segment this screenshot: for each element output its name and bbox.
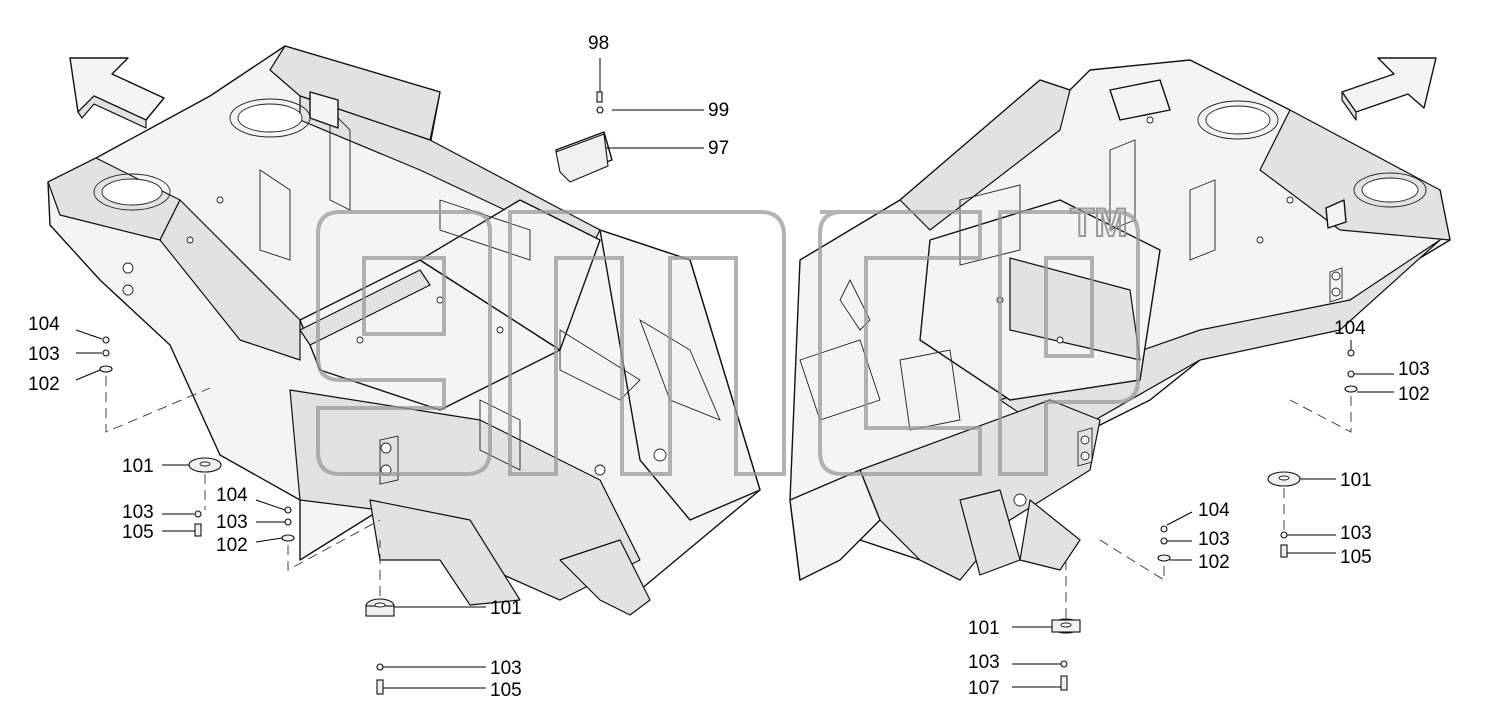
callout-102-upper-right: 102 [1398, 384, 1430, 405]
direction-arrow-left [69, 57, 165, 129]
left-frame-assembly [47, 45, 761, 616]
washer-part-103-lower-right [1280, 531, 1288, 539]
washer-part-103-mid-right [1160, 537, 1168, 545]
left-small-parts [99, 58, 609, 695]
washer-part-103-bottom [376, 663, 384, 671]
leader-lines-left [75, 109, 704, 689]
callout-103-mid: 103 [216, 512, 248, 533]
callout-labels-right: 104 103 102 101 103 105 104 103 102 101 … [968, 318, 1430, 699]
washer-part-99 [596, 106, 604, 114]
callout-104-upper-left: 104 [28, 314, 60, 335]
callout-101-bottom-right: 101 [968, 618, 1000, 639]
callout-104-mid-right: 104 [1198, 500, 1230, 521]
plate-part-102-upper-left [99, 365, 113, 373]
bolt-part-107 [1060, 675, 1068, 691]
callout-101-right: 101 [1340, 470, 1372, 491]
callout-103-upper-left: 103 [28, 344, 60, 365]
plate-part-102-mid [281, 534, 295, 542]
callout-103-mid-right: 103 [1198, 529, 1230, 550]
washer-part-103-bottom-right [1060, 660, 1068, 668]
callout-105-lower-right: 105 [1340, 547, 1372, 568]
bolt-part-98 [596, 91, 603, 103]
washer-part-103-lower-left [194, 510, 202, 518]
callout-102-upper-left: 102 [28, 374, 60, 395]
callout-97: 97 [708, 138, 729, 159]
bolt-part-105-bottom [376, 679, 384, 695]
washer-part-103-upper-left [102, 349, 110, 357]
callout-105-lower-left: 105 [122, 522, 154, 543]
callout-103-upper-right: 103 [1398, 359, 1430, 380]
callout-101-left: 101 [122, 456, 154, 477]
alignment-lines [105, 376, 1352, 618]
callout-102-mid-right: 102 [1198, 552, 1230, 573]
callout-103-lower-left: 103 [122, 502, 154, 523]
callout-105-bottom: 105 [490, 680, 522, 701]
watermark-logo: TM [316, 200, 1140, 476]
plate-part-102-mid-right [1157, 554, 1171, 562]
watermark-trademark: TM [1070, 201, 1128, 245]
washer-part-103-mid [284, 518, 292, 526]
callout-103-bottom-right: 103 [968, 652, 1000, 673]
callout-98: 98 [588, 33, 609, 54]
washer-part-103-upper-right [1347, 370, 1355, 378]
callout-103-lower-right: 103 [1340, 523, 1372, 544]
callout-99: 99 [708, 100, 729, 121]
leader-lines-right [1012, 340, 1394, 688]
bracket-part-97 [555, 133, 609, 183]
callout-107: 107 [968, 678, 1000, 699]
plate-part-102-upper-right [1344, 385, 1358, 393]
callout-103-bottom: 103 [490, 658, 522, 679]
bolt-part-105-lower-right [1280, 544, 1288, 558]
callout-101-bottom: 101 [490, 598, 522, 619]
bolt-part-104-mid-right [1160, 525, 1168, 533]
direction-arrow-right [1341, 57, 1437, 121]
callout-104-mid: 104 [216, 485, 248, 506]
bolt-part-105-lower-left [194, 523, 202, 537]
bolt-part-104-upper-left [102, 336, 110, 344]
bolt-part-104-mid [284, 506, 292, 514]
right-small-parts [1051, 349, 1358, 691]
callout-104-upper-right: 104 [1334, 318, 1366, 339]
bolt-part-104-upper-right [1347, 349, 1355, 357]
callout-102-mid: 102 [216, 535, 248, 556]
callout-labels-left: 98 99 97 104 103 102 101 103 105 104 103… [28, 33, 729, 701]
